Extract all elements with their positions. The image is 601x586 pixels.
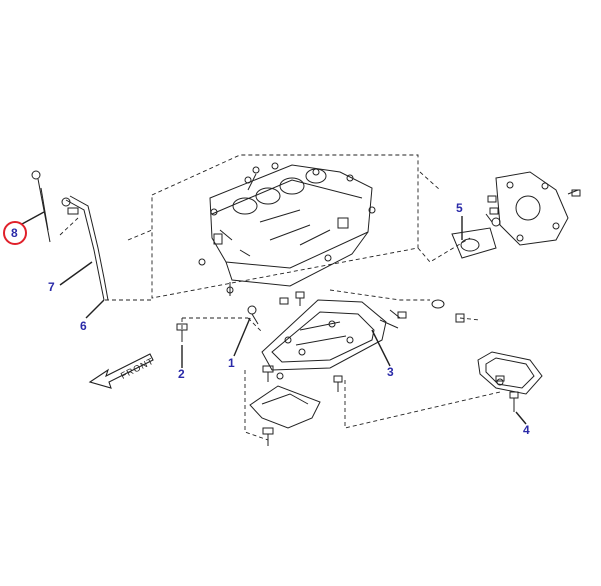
- callout-7: 7: [48, 280, 55, 294]
- rear-plate: [451, 171, 579, 259]
- front-arrow-icon: [88, 353, 154, 389]
- highlight-circle: [3, 221, 27, 245]
- callout-3: 3: [387, 365, 394, 379]
- dashed-leader-lines: [59, 154, 501, 441]
- engine-block: [198, 162, 376, 296]
- callout-6: 6: [80, 319, 87, 333]
- callout-2: 2: [178, 367, 185, 381]
- callout-8: 8: [11, 226, 18, 240]
- bolts: [176, 189, 581, 446]
- lower-oil-pan: [477, 351, 543, 395]
- dipstick: [31, 170, 51, 243]
- callout-leaders: [21, 211, 527, 425]
- upper-oil-pan: [261, 299, 401, 380]
- baffle-plate: [249, 385, 321, 429]
- dipstick-tube: [61, 195, 109, 301]
- callout-1: 1: [228, 356, 235, 370]
- callout-5: 5: [456, 201, 463, 215]
- callout-4: 4: [523, 423, 530, 437]
